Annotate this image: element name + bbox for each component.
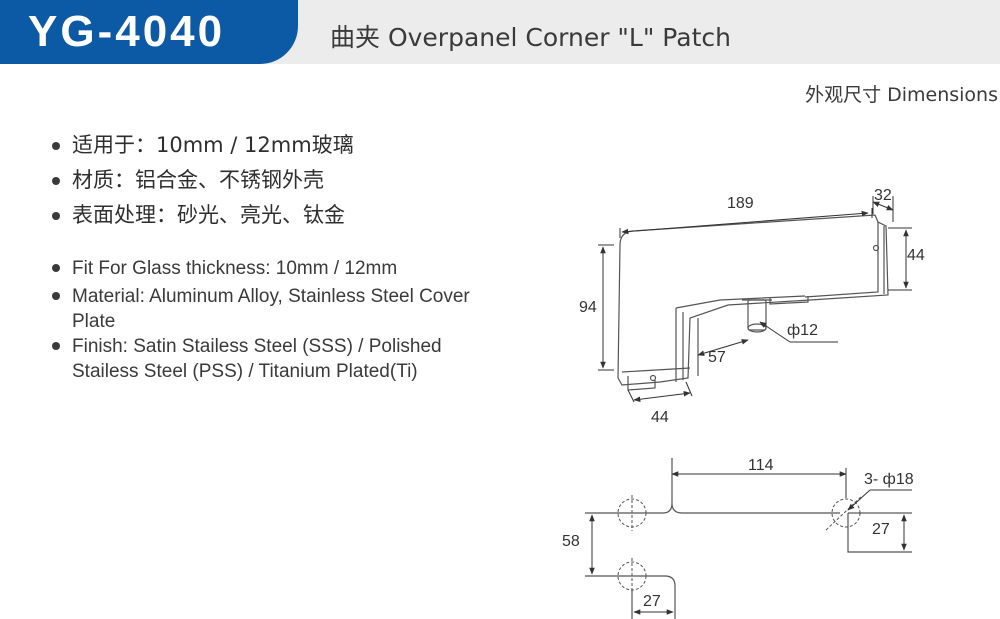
bullet-icon (52, 342, 60, 350)
spec-cn-item: 适用于：10mm / 12mm玻璃 (52, 130, 354, 165)
spec-en-item: Material: Aluminum Alloy, Stainless Stee… (52, 284, 472, 334)
cutout-view-labels: 114 3- ф18 27 58 27 (562, 457, 914, 610)
dim-bottom-offset-label: 27 (643, 593, 661, 610)
dim-vertical-spacing-label: 58 (562, 533, 580, 550)
dim-bottom-depth-label: 44 (651, 409, 669, 426)
bullet-icon (52, 292, 60, 300)
dim-pin-diameter-label: ф12 (787, 322, 818, 339)
spec-en-item: Finish: Satin Stailess Steel (SSS) / Pol… (52, 334, 502, 384)
cutout-view-dimensions (589, 468, 912, 615)
bullet-icon (52, 177, 60, 185)
spec-cn-item: 材质：铝合金、不锈钢外壳 (52, 165, 354, 200)
bullet-icon (52, 212, 60, 220)
dimensions-heading: 外观尺寸 Dimensions (805, 84, 998, 106)
cutout-holes (614, 495, 863, 594)
dim-total-height-label: 94 (579, 299, 597, 316)
bullet-icon (52, 264, 60, 272)
specs-english-list: Fit For Glass thickness: 10mm / 12mm Mat… (52, 256, 512, 384)
dim-hole-spacing-label: 114 (748, 457, 774, 474)
spec-cn-item: 表面处理：砂光、亮光、钛金 (52, 200, 354, 235)
side-view-drawing (617, 214, 889, 391)
side-view-dimensions (598, 196, 912, 403)
cutout-view-drawing (585, 458, 912, 619)
bullet-icon (52, 142, 60, 150)
spec-en-item: Fit For Glass thickness: 10mm / 12mm (52, 256, 512, 281)
model-badge: YG-4040 (0, 0, 298, 64)
dim-holes-label: 3- ф18 (864, 471, 914, 488)
dim-pin-offset-label: 57 (708, 349, 726, 366)
specs-chinese-list: 适用于：10mm / 12mm玻璃 材质：铝合金、不锈钢外壳 表面处理：砂光、亮… (52, 130, 354, 235)
dim-right-height-label: 44 (907, 247, 925, 264)
model-number: YG-4040 (28, 7, 226, 56)
side-view-labels: 189 32 44 94 ф12 57 44 (579, 187, 925, 426)
dim-right-offset-label: 27 (872, 521, 890, 538)
dim-length-label: 189 (727, 195, 754, 212)
product-title: 曲夹 Overpanel Corner "L" Patch (330, 23, 731, 52)
dim-top-depth-label: 32 (874, 187, 892, 204)
